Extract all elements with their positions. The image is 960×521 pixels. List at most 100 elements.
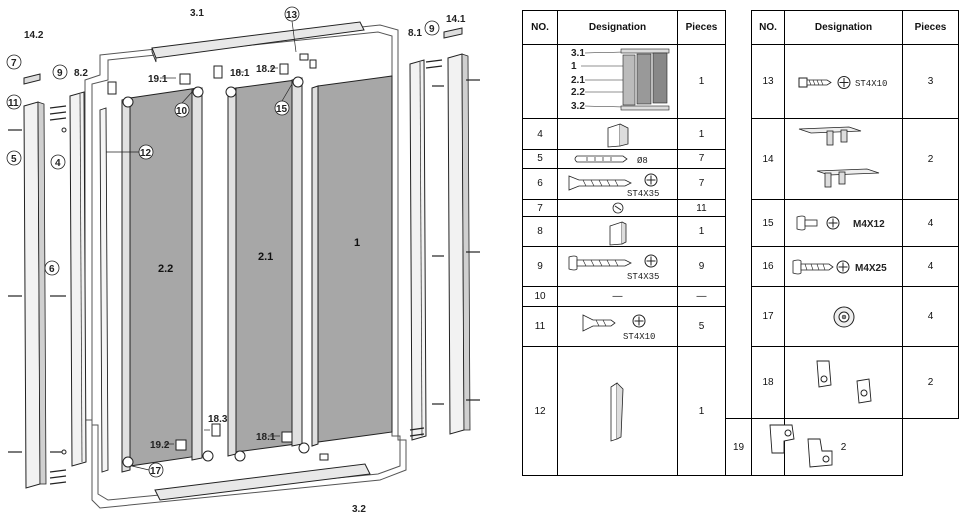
label-14-1: 14.1 (446, 14, 466, 25)
parts-table: NO. Designation Pieces NO. Designation P… (522, 10, 959, 476)
label-18-3: 18.3 (208, 414, 228, 425)
label-12: 12 (140, 148, 152, 159)
row-no: 19 (725, 418, 752, 476)
header-pieces-left: Pieces (677, 10, 726, 45)
header-no-right: NO. (751, 10, 785, 45)
row-designation-screw-15: M4X12 (784, 199, 903, 247)
table-row: 12 1 18 2 (522, 346, 959, 476)
right-wall-screws (409, 59, 480, 437)
left-channel-profile (69, 91, 87, 467)
table-row: 6 ST4X35 7 (522, 167, 959, 201)
label-14-2: 14.2 (24, 30, 44, 41)
row-designation-profile-4 (557, 117, 678, 151)
sub-label-3-1: 3.1 (571, 48, 585, 59)
label-7: 7 (11, 58, 17, 69)
callout-9-left (52, 64, 68, 80)
table-row: 10 — — 17 4 (522, 286, 959, 347)
table-row: 19 2 (523, 418, 959, 476)
row-no: 8 (522, 216, 558, 247)
label-18-1-bottom: 18.1 (256, 432, 276, 443)
row-designation-seal-12 (557, 346, 678, 476)
right-channel-profile (409, 59, 427, 441)
row-no: 13 (751, 44, 785, 119)
label-17: 17 (150, 466, 162, 477)
label-3-2: 3.2 (352, 504, 366, 515)
header-designation-left: Designation (557, 10, 678, 45)
row-no: 5 (522, 149, 558, 169)
callouts (6, 6, 440, 478)
right-wall-profile (447, 53, 471, 435)
left-wall-screws (8, 105, 67, 485)
row-designation-bracket-14 (784, 118, 903, 200)
table-header-row: NO. Designation Pieces NO. Designation P… (522, 10, 959, 419)
label-11: 11 (8, 98, 19, 109)
callout-9-right (424, 20, 440, 36)
note-m4x12: M4X12 (853, 219, 885, 230)
row-designation-guide-19 (751, 418, 833, 476)
row-designation-guide-18 (784, 346, 903, 419)
small-hardware (107, 53, 329, 468)
note-m4x25: M4X25 (855, 263, 887, 274)
row-pieces: 2 (902, 346, 959, 419)
label-3-1: 3.1 (190, 8, 204, 19)
row-pieces: 9 (677, 246, 726, 287)
row-pieces: 1 (677, 117, 726, 151)
header-designation-right: Designation (784, 10, 903, 45)
sub-label-2-2: 2.2 (571, 87, 585, 98)
table-row: 5 Ø8 7 (522, 149, 959, 169)
door-panel-2-1 (227, 77, 303, 457)
row-pieces: 2 (902, 118, 959, 200)
sub-label-2-1: 2.1 (571, 75, 585, 86)
callout-7 (6, 54, 22, 70)
label-6: 6 (49, 264, 55, 275)
label-18-2: 18.2 (256, 64, 276, 75)
row-pieces: 7 (677, 149, 726, 169)
row-designation-roller-17 (784, 286, 903, 347)
label-15: 15 (276, 104, 288, 115)
label-13: 13 (286, 10, 298, 21)
table-row: 4 1 14 2 (522, 117, 959, 200)
top-rail (151, 21, 365, 63)
row-no: 6 (522, 167, 558, 201)
row-no: 11 (522, 306, 558, 347)
bottom-rail (154, 463, 371, 501)
callout-4 (50, 154, 66, 170)
row-pieces: 1 (677, 216, 726, 247)
row-pieces: — (677, 286, 726, 307)
row-no: 7 (522, 199, 558, 217)
row-no: 18 (751, 346, 785, 419)
note-d8: Ø8 (637, 156, 648, 166)
label-4: 4 (55, 158, 61, 169)
callout-leaders (106, 20, 297, 471)
note-st4x35-b: ST4X35 (627, 272, 659, 282)
row-no: 14 (751, 118, 785, 200)
row-pieces: 7 (677, 167, 726, 201)
header-no-left: NO. (522, 10, 558, 45)
row-no: 9 (522, 246, 558, 287)
note-st4x35: ST4X35 (627, 189, 659, 198)
sub-label-3-2: 3.2 (571, 101, 585, 112)
row-designation-screw-6: ST4X35 (557, 167, 678, 201)
row-no: 17 (751, 286, 785, 347)
label-5: 5 (11, 154, 17, 165)
row-designation-profile-8 (557, 216, 678, 247)
callout-11 (6, 94, 22, 110)
label-9-right: 9 (429, 24, 435, 35)
row-no (522, 44, 558, 119)
row-pieces: 1 (677, 44, 726, 119)
header-pieces-right: Pieces (902, 10, 959, 45)
door-panel-2-2 (121, 87, 203, 473)
row-designation-panels: 3.1 1 2.1 2.2 3.2 (557, 44, 678, 119)
row-pieces: 4 (902, 199, 959, 247)
left-wall-profile (23, 101, 47, 489)
label-19-1: 19.1 (148, 74, 168, 85)
note-st4x10: ST4X10 (855, 79, 887, 89)
row-pieces: 3 (902, 44, 959, 119)
row-pieces: 5 (677, 306, 726, 347)
row-designation-screw-16: M4X25 (784, 246, 903, 287)
row-designation-screw-13: ST4X10 (784, 44, 903, 119)
label-8-1: 8.1 (408, 28, 422, 39)
row-designation-10: — (557, 286, 678, 307)
label-10: 10 (176, 106, 188, 117)
row-no: 12 (522, 346, 558, 476)
